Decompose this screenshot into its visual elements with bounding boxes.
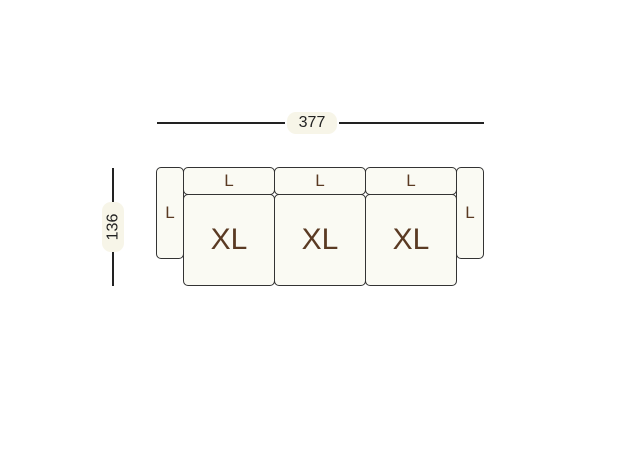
back-cushion-3-size-label: L	[406, 171, 416, 190]
seat-module-1-size-label: XL	[210, 223, 248, 256]
back-cushion-3: L	[365, 167, 457, 195]
depth-value: 136	[104, 213, 122, 241]
width-dimension-label: 377	[287, 112, 337, 134]
seat-module-2-size-label: XL	[301, 223, 339, 256]
width-dimension-line-right	[339, 122, 484, 124]
back-cushion-1: L	[183, 167, 275, 195]
left-arm-module: L	[156, 167, 184, 259]
back-cushion-1-size-label: L	[224, 171, 234, 190]
seat-module-3-size-label: XL	[392, 223, 430, 256]
right-arm-size-label: L	[465, 203, 475, 222]
left-arm-size-label: L	[165, 203, 175, 222]
depth-dimension-label: 136	[102, 202, 124, 252]
depth-dimension-line-top	[112, 168, 114, 202]
width-dimension-line-left	[157, 122, 285, 124]
back-cushion-2: L	[274, 167, 366, 195]
depth-dimension-line-bottom	[112, 252, 114, 286]
back-cushion-2-size-label: L	[315, 171, 325, 190]
width-value: 377	[298, 114, 326, 131]
seat-module-2: XL	[274, 194, 366, 286]
right-arm-module: L	[456, 167, 484, 259]
seat-module-3: XL	[365, 194, 457, 286]
seat-module-1: XL	[183, 194, 275, 286]
